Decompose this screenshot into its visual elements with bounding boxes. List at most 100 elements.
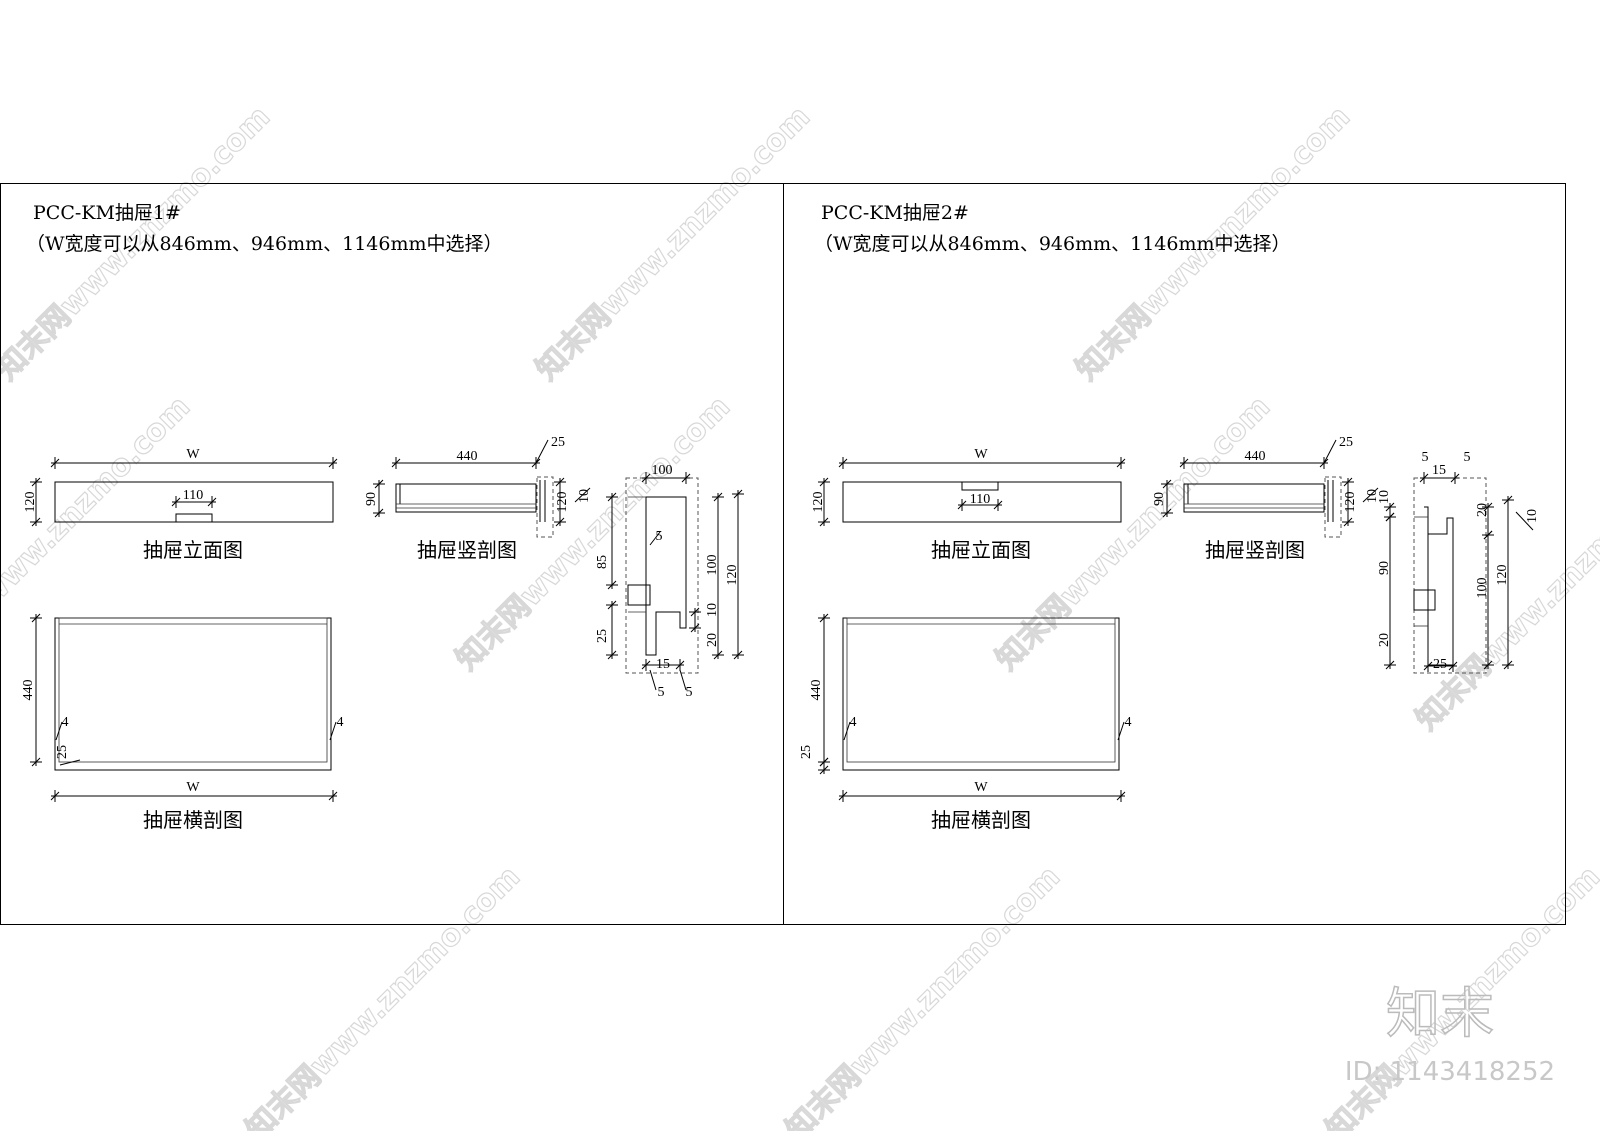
detail-callout (1324, 476, 1342, 538)
line (574, 487, 591, 503)
line (31, 477, 41, 487)
line (1515, 511, 1534, 531)
line (957, 500, 967, 510)
watermark-text: 知末网www.znzmo.com (0, 389, 197, 677)
watermark-text: 知末网www.znzmo.com (989, 389, 1277, 677)
dimension-label: 25 (55, 745, 70, 759)
line (607, 600, 617, 610)
dimension-label: 25 (1339, 435, 1353, 450)
dimension-label: 4 (337, 715, 344, 730)
line (690, 607, 700, 617)
dimension-label: 10 (1365, 489, 1380, 503)
line (733, 650, 743, 660)
line (55, 721, 63, 741)
line (1419, 473, 1429, 483)
line (1116, 458, 1126, 468)
drawing-panel-1: PCC-KM抽屉1#（W宽度可以从846mm、946mm、1146mm中选择）W… (21, 202, 744, 832)
dimension-label: 20 (1377, 633, 1392, 647)
view-label: 抽屉竖剖图 (1205, 538, 1305, 562)
dimension-label: 5 (658, 685, 665, 700)
dimension-label: 120 (555, 492, 570, 513)
line (843, 721, 851, 741)
line (1116, 791, 1126, 801)
panel-subtitle: （W宽度可以从846mm、946mm、1146mm中选择） (814, 233, 1291, 255)
line (391, 458, 401, 468)
panel-title: PCC-KM抽屉1# (33, 202, 181, 224)
dimension-label: 90 (1377, 561, 1392, 575)
line (1503, 495, 1513, 505)
dimension-label: 100 (652, 463, 673, 478)
dimension-label: 5 (1422, 450, 1429, 465)
view-label: 抽屉立面图 (143, 538, 243, 562)
dimension-label: 15 (656, 657, 670, 672)
dimension-label: 4 (62, 715, 69, 730)
line (819, 757, 829, 767)
dimension-label: 10 (577, 489, 592, 503)
dimension-label: 100 (705, 555, 720, 576)
dimension-label: 25 (551, 435, 565, 450)
dimension-label: 440 (457, 449, 478, 464)
dimension-label: 4 (850, 715, 857, 730)
dimension-label: 10 (705, 603, 720, 617)
dimension-label: 20 (1475, 503, 1490, 517)
line (1385, 512, 1395, 522)
dimension-label: W (974, 780, 988, 795)
line (31, 757, 41, 767)
line (819, 477, 829, 487)
line (1179, 458, 1189, 468)
dimension-label: 20 (705, 633, 720, 647)
watermark-text: 知末网www.znzmo.com (239, 859, 527, 1131)
profile-outline (1424, 506, 1454, 666)
dimension-label: 5 (1464, 450, 1471, 465)
view-label: 抽屉横剖图 (143, 808, 243, 832)
watermark-text: 知末网www.znzmo.com (449, 389, 737, 677)
watermark-text: 知末网www.znzmo.com (1409, 449, 1600, 737)
line (607, 492, 617, 502)
line (1483, 530, 1493, 540)
line (328, 458, 338, 468)
line (555, 477, 565, 487)
dimension-label: 15 (1432, 463, 1446, 478)
panel-frame-left (0, 183, 784, 925)
line (535, 439, 549, 464)
outline (58, 617, 328, 763)
line (1362, 487, 1379, 503)
dimension-label: 120 (811, 492, 826, 513)
watermark-text: 知末网www.znzmo.com (779, 859, 1067, 1131)
line (1483, 502, 1493, 512)
dimension-label: 85 (595, 555, 610, 569)
line (1450, 473, 1460, 483)
line (329, 721, 337, 741)
outline (627, 584, 651, 606)
line (819, 517, 829, 527)
line (993, 500, 1003, 510)
handle (961, 481, 999, 491)
line (1483, 660, 1493, 670)
line (555, 517, 565, 527)
dimension-label: 120 (1343, 492, 1358, 513)
dimension-label: 10 (1525, 509, 1540, 523)
dimension-label: 4 (1125, 715, 1132, 730)
line (607, 650, 617, 660)
dimension-label: 120 (725, 565, 740, 586)
line (171, 497, 181, 507)
dimension-label: 100 (1475, 578, 1490, 599)
dimension-label: 5 (656, 529, 663, 544)
line (819, 613, 829, 623)
line (328, 791, 338, 801)
line (641, 660, 651, 670)
profile-outline (645, 496, 687, 656)
line (1343, 517, 1353, 527)
outline (846, 617, 1116, 763)
view-label: 抽屉横剖图 (931, 808, 1031, 832)
line (374, 479, 384, 489)
dimension-label: 440 (809, 680, 824, 701)
dimension-label: W (186, 780, 200, 795)
line (1343, 477, 1353, 487)
